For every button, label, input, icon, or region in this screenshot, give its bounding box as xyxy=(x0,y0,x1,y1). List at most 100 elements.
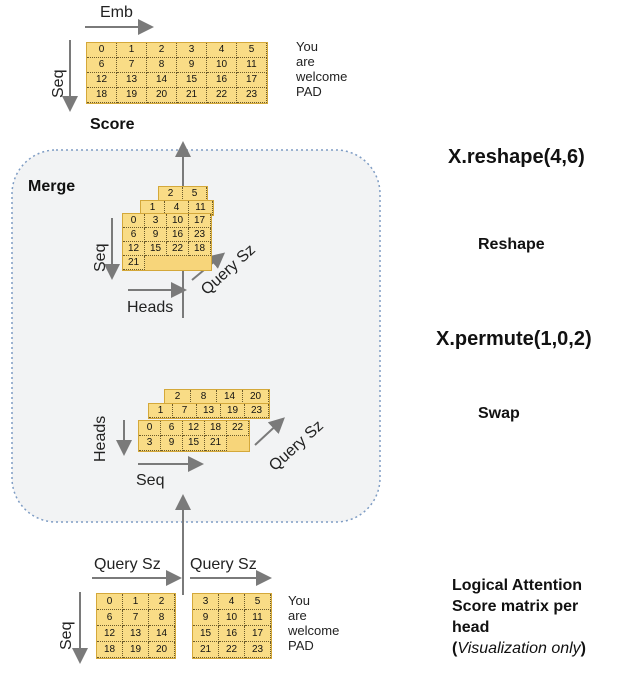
reshape-cell: 22 xyxy=(167,242,189,256)
swap-query-arrow xyxy=(254,417,285,446)
swap-cell: 14 xyxy=(217,390,243,404)
token-label: welcome xyxy=(288,623,340,638)
score-cell: 1 xyxy=(117,43,147,58)
permute-code: X.permute(1,0,2) xyxy=(436,328,592,350)
reshape-cell: 10 xyxy=(167,214,189,228)
token-label: You xyxy=(288,593,310,608)
score-cell: 8 xyxy=(147,58,177,73)
head-cell: 3 xyxy=(193,594,219,610)
token-label: welcome xyxy=(296,69,348,84)
reshape-cell: 3 xyxy=(145,214,167,228)
swap-cell: 15 xyxy=(183,436,205,451)
head-cell: 15 xyxy=(193,626,219,642)
swap-cell: 7 xyxy=(173,404,197,418)
paren-close: ) xyxy=(580,640,586,657)
head-cell: 9 xyxy=(193,610,219,626)
score-cell: 14 xyxy=(147,73,177,88)
swap-cell: 20 xyxy=(243,390,269,404)
swap-cell: 13 xyxy=(197,404,221,418)
logical-title-line-2: Score matrix per xyxy=(452,598,579,615)
head-cell: 17 xyxy=(245,626,271,642)
head-cell: 19 xyxy=(123,642,149,658)
swap-cell: 8 xyxy=(191,390,217,404)
visualization-only-note: Visualization only xyxy=(457,640,581,657)
head-cell: 20 xyxy=(149,642,175,658)
head-cell: 14 xyxy=(149,626,175,642)
swap-cell: 9 xyxy=(161,436,183,451)
token-label: You xyxy=(296,39,318,54)
score-cell: 13 xyxy=(117,73,147,88)
swap-cell: 18 xyxy=(205,421,227,436)
swap-cell: 1 xyxy=(149,404,173,418)
score-cell: 16 xyxy=(207,73,237,88)
reshape-cell: 2 xyxy=(159,187,183,201)
reshape-cell: 9 xyxy=(145,228,167,242)
score-cell: 10 xyxy=(207,58,237,73)
token-label: PAD xyxy=(296,84,322,99)
score-cell: 18 xyxy=(87,88,117,103)
score-cell: 2 xyxy=(147,43,177,58)
score-cell: 9 xyxy=(177,58,207,73)
score-cell: 12 xyxy=(87,73,117,88)
score-cell: 3 xyxy=(177,43,207,58)
score-label: Score xyxy=(90,116,135,133)
paren-open: ( xyxy=(452,640,458,657)
emb-label: Emb xyxy=(100,4,133,21)
reshape-cell: 5 xyxy=(183,187,207,201)
reshape-seq-label: Seq xyxy=(92,243,109,272)
head-cell: 5 xyxy=(245,594,271,610)
swap-cell: 23 xyxy=(245,404,269,418)
bottom-seq-label: Seq xyxy=(58,621,75,650)
head-cell: 16 xyxy=(219,626,245,642)
bottom-query-label-1: Query Sz xyxy=(94,556,161,573)
reshape-step-label: Reshape xyxy=(478,236,545,253)
swap-step-label: Swap xyxy=(478,405,520,422)
score-cell: 7 xyxy=(117,58,147,73)
swap-cell: 6 xyxy=(161,421,183,436)
score-cell: 21 xyxy=(177,88,207,103)
reshape-cell: 17 xyxy=(189,214,211,228)
swap-cell: 19 xyxy=(221,404,245,418)
bottom-query-label-2: Query Sz xyxy=(190,556,257,573)
swap-cell: 12 xyxy=(183,421,205,436)
swap-cell: 21 xyxy=(205,436,227,451)
head-cell: 12 xyxy=(97,626,123,642)
token-label: are xyxy=(296,54,315,69)
score-cell: 6 xyxy=(87,58,117,73)
swap-seq-label: Seq xyxy=(136,472,165,489)
head-cell: 13 xyxy=(123,626,149,642)
head-cell: 2 xyxy=(149,594,175,610)
swap-cell: 2 xyxy=(165,390,191,404)
merge-title: Merge xyxy=(28,178,76,195)
score-cell: 0 xyxy=(87,43,117,58)
reshape-cell: 23 xyxy=(189,228,211,242)
score-cell: 5 xyxy=(237,43,267,58)
head-cell: 1 xyxy=(123,594,149,610)
logical-caption: Logical Attention Score matrix per head … xyxy=(452,575,586,659)
score-cell: 11 xyxy=(237,58,267,73)
logical-title-line-3: head xyxy=(452,619,490,636)
head-cell: 18 xyxy=(97,642,123,658)
head-cell: 11 xyxy=(245,610,271,626)
top-seq-label: Seq xyxy=(50,69,67,98)
head-cell: 0 xyxy=(97,594,123,610)
reshape-cell: 15 xyxy=(145,242,167,256)
score-cell: 20 xyxy=(147,88,177,103)
reshape-cell: 16 xyxy=(167,228,189,242)
token-label: PAD xyxy=(288,638,314,653)
head-cell: 23 xyxy=(245,642,271,658)
reshape-cell: 21 xyxy=(123,256,145,270)
score-cell: 15 xyxy=(177,73,207,88)
score-cell: 19 xyxy=(117,88,147,103)
head-cell: 6 xyxy=(97,610,123,626)
token-label: are xyxy=(288,608,307,623)
